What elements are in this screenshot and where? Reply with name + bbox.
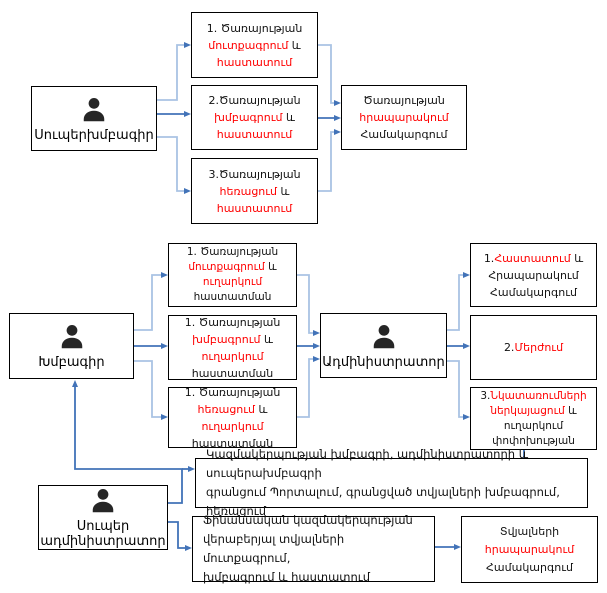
text-line: 1.Հաստատում և bbox=[483, 251, 584, 265]
administrator-label: Ադմինիստրատոր bbox=[322, 354, 445, 370]
text-line: հաստատման bbox=[193, 291, 272, 303]
text-line: 2.Ծառայության bbox=[208, 94, 301, 107]
person-icon bbox=[88, 486, 118, 516]
text-line: մուտքագրում և bbox=[208, 38, 301, 52]
arrow-admin-to-outcome3 bbox=[447, 360, 470, 420]
arrow-task1-to-admin bbox=[297, 274, 320, 336]
super-editor-label: Սուպերխմբագիր bbox=[34, 127, 154, 143]
arrow-task3-to-result bbox=[318, 129, 341, 192]
text-line: Ծառայության bbox=[363, 94, 445, 107]
arrow-task1-to-result bbox=[318, 44, 341, 106]
text-line: հաստատման bbox=[191, 436, 274, 450]
person-icon bbox=[369, 322, 399, 352]
financial-task-box: Ֆինանսական կազմակերպության վերաբերյալ տվյ… bbox=[192, 513, 435, 584]
text-line: մուտքագրում և bbox=[188, 261, 277, 273]
top-task-box-3: 3.Ծառայության հեռացում և հաստատում bbox=[191, 158, 318, 224]
registration-task-box: Կազմակերպության խմբագրի, ադմինիստրատորի … bbox=[195, 447, 588, 518]
text-line: հեռացում և bbox=[219, 184, 290, 198]
text-line: 3.Նկատառումների bbox=[480, 389, 587, 402]
text-line: հաստատման bbox=[191, 366, 274, 380]
arrow-supereditor-to-task3 bbox=[157, 136, 191, 194]
arrow-editor-to-task3 bbox=[134, 360, 168, 420]
super-editor-actor-box: Սուպերխմբագիր bbox=[31, 86, 157, 151]
middle-task-box-2: 1. Ծառայության խմբագրում և ուղարկում հաստա… bbox=[168, 315, 297, 380]
text-line: Տվյալների bbox=[499, 524, 560, 538]
text-line: Համակարգում bbox=[360, 128, 448, 141]
text-line: ներկայացում և bbox=[490, 404, 577, 417]
text-line: Ֆինանսական կազմակերպության bbox=[203, 513, 413, 527]
outcome-box-3: 3.Նկատառումների ներկայացում և ուղարկում փոփ… bbox=[470, 387, 597, 450]
middle-task-box-3: 1. Ծառայության հեռացում և ուղարկում հաստատ… bbox=[168, 385, 297, 450]
text-line: 1. Ծառայության bbox=[206, 21, 303, 35]
text-line: վերաբերյալ տվյալների մուտքագրում, bbox=[203, 532, 345, 565]
text-line: խմբագրում և ուղարկում bbox=[192, 332, 273, 363]
super-administrator-label-line2: ադմինիստրատոր bbox=[40, 534, 166, 549]
outcome-box-2: 2.Մերժում bbox=[470, 315, 597, 380]
arrow-supereditor-to-task1 bbox=[157, 42, 191, 101]
text-line: հաստատում bbox=[216, 201, 293, 215]
administrator-actor-box: Ադմինիստրատոր bbox=[320, 313, 447, 378]
text-line: փոփոխության bbox=[492, 434, 575, 447]
text-line: հաստատում bbox=[216, 55, 293, 69]
text-line: 2.Մերժում bbox=[503, 341, 564, 354]
text-line: հաստատում bbox=[216, 128, 293, 141]
person-icon bbox=[79, 95, 109, 125]
arrow-task3-to-admin bbox=[297, 356, 320, 418]
text-line: Կազմակերպության խմբագրի, ադմինիստրատորի … bbox=[206, 447, 529, 480]
super-administrator-label-line1: Սուպեր bbox=[76, 519, 130, 534]
middle-task-box-1: 1. Ծառայության մուտքագրում և ուղարկում հաստ… bbox=[168, 243, 297, 307]
text-line: 1. Ծառայության bbox=[186, 246, 279, 258]
text-line: հեռացում և ուղարկում bbox=[197, 402, 268, 433]
text-line: հրապարակում bbox=[484, 542, 575, 556]
editor-label: Խմբագիր bbox=[38, 355, 105, 370]
text-line: խմբագրում և bbox=[214, 111, 295, 124]
text-line: ուղարկում bbox=[503, 419, 564, 432]
arrow-superadmin-to-financial bbox=[168, 521, 192, 551]
text-line: Համակարգում bbox=[490, 285, 577, 299]
text-line: Համակարգում bbox=[486, 560, 573, 574]
text-line: գրանցում Պորտալում, գրանցված տվյալների խ… bbox=[206, 485, 560, 518]
text-line: 1. Ծառայության bbox=[184, 315, 281, 329]
text-line: 3.Ծառայության bbox=[208, 167, 301, 181]
text-line: հրապարակում bbox=[359, 111, 449, 124]
text-line: խմբագրում և հաստատում bbox=[203, 570, 371, 584]
super-administrator-actor-box: Սուպեր ադմինիստրատոր bbox=[38, 485, 168, 550]
person-icon bbox=[57, 322, 87, 352]
arrow-admin-to-outcome1 bbox=[447, 272, 470, 331]
arrow-editor-to-task1 bbox=[134, 272, 168, 331]
top-task-box-2: 2.Ծառայության խմբագրում և հաստատում bbox=[191, 85, 318, 150]
text-line: ուղարկում bbox=[202, 276, 263, 288]
editor-actor-box: Խմբագիր bbox=[9, 313, 134, 379]
text-line: 1. Ծառայության bbox=[184, 385, 281, 399]
top-task-box-1: 1. Ծառայության մուտքագրում և հաստատում bbox=[191, 12, 318, 78]
text-line: Հրապարակում bbox=[488, 268, 579, 282]
